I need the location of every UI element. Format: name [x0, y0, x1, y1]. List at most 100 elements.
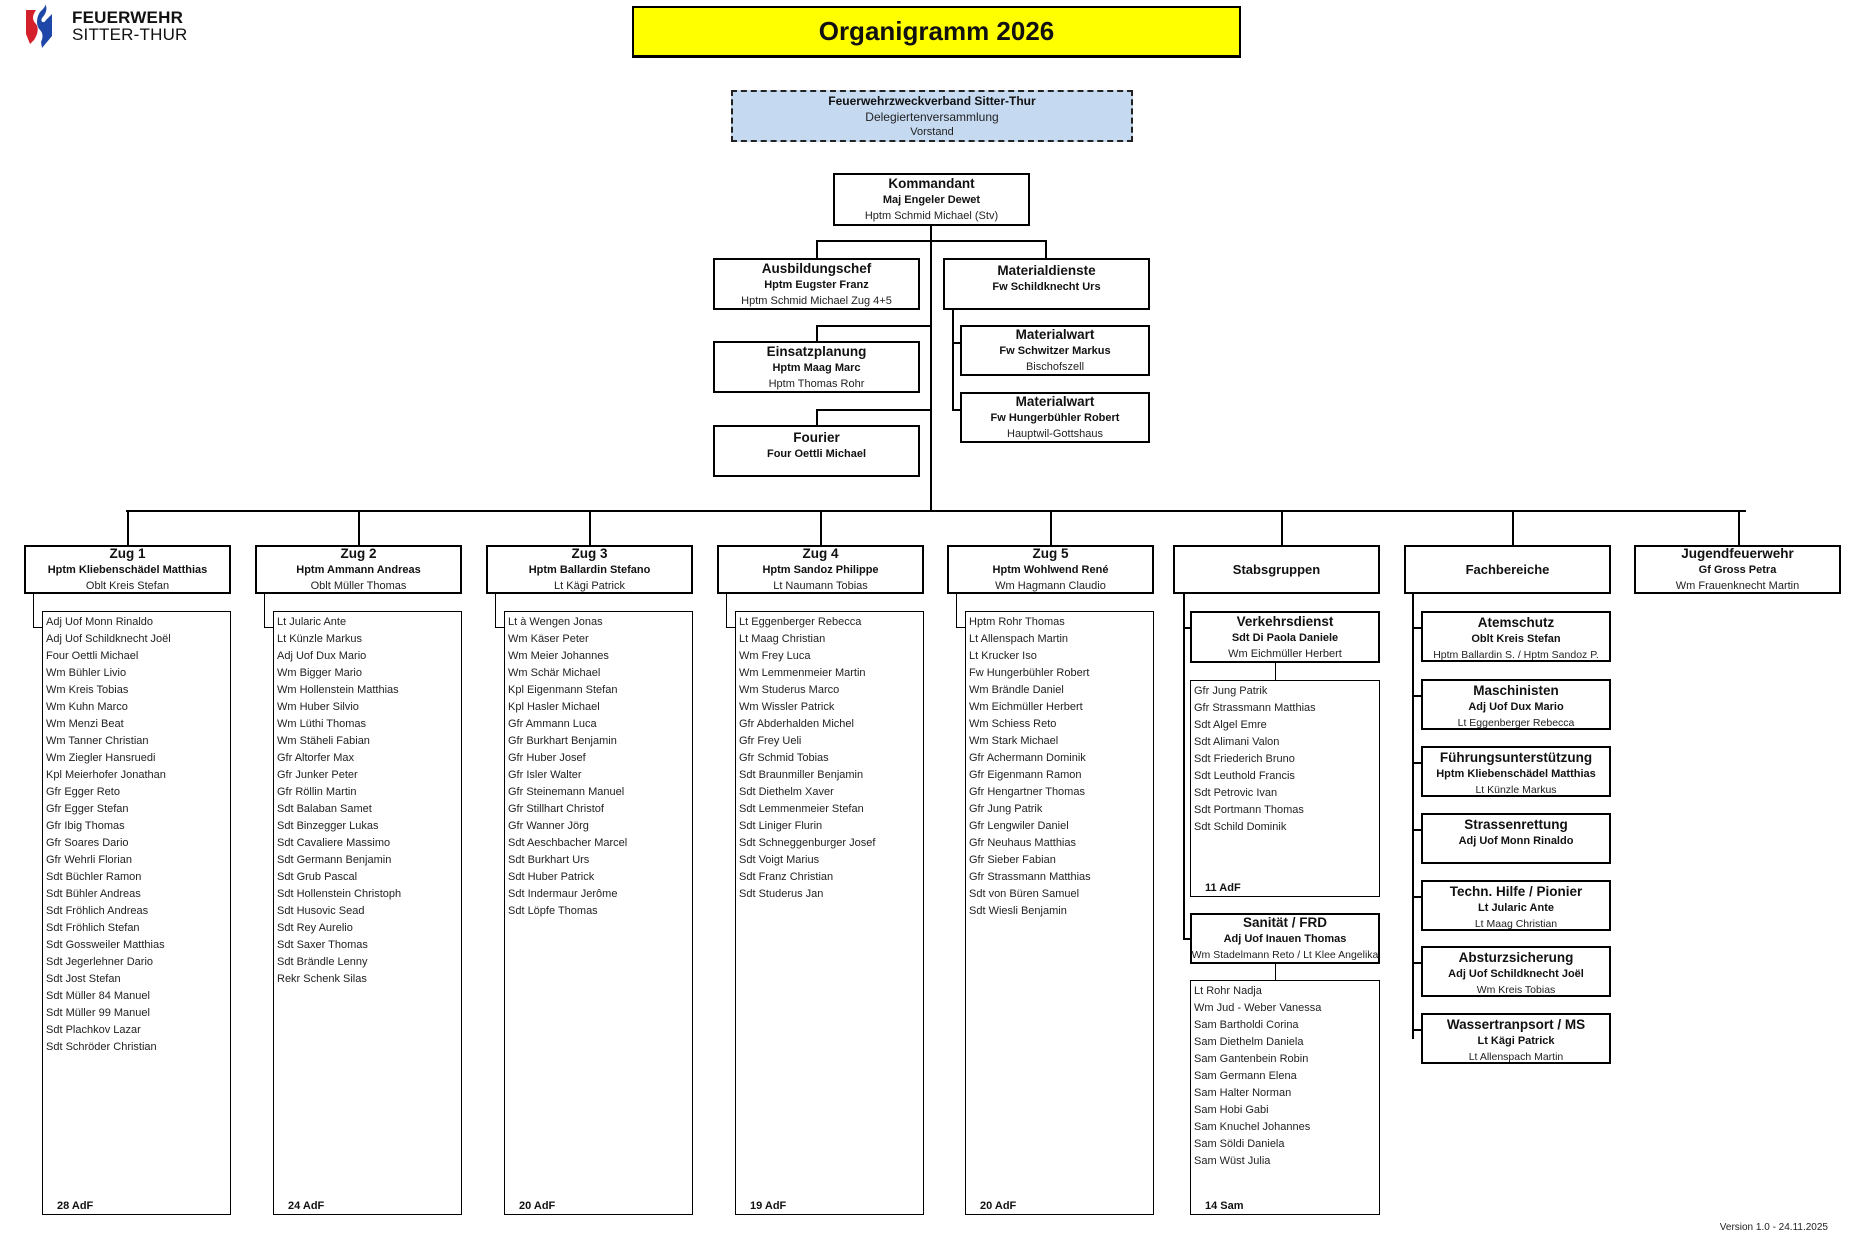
member-list-item: Wm Kreis Tobias — [46, 684, 129, 696]
box-title: Atemschutz — [1477, 615, 1555, 630]
member-list-item: Sdt Binzegger Lukas — [277, 820, 379, 832]
box-lead: Lt Jularic Ante — [1478, 902, 1554, 914]
member-list-item: Sdt Fröhlich Stefan — [46, 922, 140, 934]
box-deputy: Oblt Müller Thomas — [310, 580, 407, 592]
member-list-item: Gfr Achermann Dominik — [969, 752, 1086, 764]
fachbereich-box: Führungsunterstützung Hptm Kliebenschäde… — [1421, 746, 1611, 797]
connector — [1045, 240, 1047, 259]
connector — [1512, 510, 1514, 546]
connector — [1281, 510, 1283, 546]
member-list-item: Sdt Huber Patrick — [508, 871, 595, 883]
box-deputy: Lt Allenspach Martin — [1468, 1051, 1564, 1063]
box-lead: Adj Uof Monn Rinaldo — [1458, 835, 1574, 847]
connector — [495, 593, 496, 628]
member-list-item: Rekr Schenk Silas — [277, 973, 367, 985]
logo: FEUERWEHR SITTER-THUR — [24, 4, 224, 52]
logo-text-line1: FEUERWEHR — [72, 8, 184, 27]
box-lead: Gf Gross Petra — [1698, 564, 1777, 576]
member-list-item: Wm Huber Silvio — [277, 701, 359, 713]
connector — [358, 510, 360, 546]
connector — [816, 240, 818, 259]
member-list-item: Wm Lemmenmeier Martin — [739, 667, 866, 679]
member-list-item: Sdt Alimani Valon — [1194, 736, 1280, 748]
fachbereich-box: Techn. Hilfe / Pionier Lt Jularic Ante L… — [1421, 880, 1611, 931]
zug-box: Zug 2 Hptm Ammann Andreas Oblt Müller Th… — [255, 545, 462, 594]
member-list-item: Sdt Burkhart Urs — [508, 854, 590, 866]
member-list-item: Wm Hollenstein Matthias — [277, 684, 399, 696]
box-title: Jugendfeuerwehr — [1681, 546, 1794, 561]
box-lead: Oblt Kreis Stefan — [1471, 633, 1561, 645]
zug-box: Zug 5 Hptm Wohlwend René Wm Hagmann Clau… — [947, 545, 1154, 594]
connector — [726, 593, 727, 628]
member-list-item: Lt Eggenberger Rebecca — [739, 616, 862, 628]
member-list-item: Gfr Jung Patrik — [969, 803, 1043, 815]
member-list-item: Adj Uof Dux Mario — [277, 650, 367, 662]
box-lead: Hptm Maag Marc — [772, 361, 861, 374]
member-list-item: Wm Frey Luca — [739, 650, 811, 662]
member-list-item: Gfr Ammann Luca — [508, 718, 597, 730]
connector — [952, 409, 962, 411]
box-deputy: Wm Stadelmann Reto / Lt Klee Angelika — [1191, 949, 1379, 961]
connector — [726, 627, 736, 628]
box-lead: Hptm Kliebenschädel Matthias — [47, 564, 208, 576]
member-list-item: Sdt Müller 99 Manuel — [46, 1007, 150, 1019]
member-count: 14 Sam — [1205, 1200, 1244, 1212]
connector — [1183, 593, 1185, 939]
member-list-item: Wm Ziegler Hansruedi — [46, 752, 156, 764]
member-count: 19 AdF — [750, 1200, 787, 1212]
zug-box: Zug 4 Hptm Sandoz Philippe Lt Naumann To… — [717, 545, 924, 594]
member-list-item: Sdt Wiesli Benjamin — [969, 905, 1067, 917]
member-list-item: Sam Gantenbein Robin — [1194, 1053, 1309, 1065]
member-list-item: Lt Krucker Iso — [969, 650, 1037, 662]
connector — [952, 342, 962, 344]
member-list-item: Lt Allenspach Martin — [969, 633, 1069, 645]
member-list-item: Adj Uof Monn Rinaldo — [46, 616, 154, 628]
member-list-item: Sam Diethelm Daniela — [1194, 1036, 1304, 1048]
member-list-item: Wm Schiess Reto — [969, 718, 1057, 730]
connector — [816, 409, 931, 411]
zug-box: Zug 3 Hptm Ballardin Stefano Lt Kägi Pat… — [486, 545, 693, 594]
member-list-item: Gfr Ibig Thomas — [46, 820, 125, 832]
member-list-item: Sdt Franz Christian — [739, 871, 834, 883]
box-title: Zug 4 — [802, 546, 839, 561]
member-list-item: Wm Käser Peter — [508, 633, 589, 645]
box-title: Zug 3 — [571, 546, 608, 561]
ausbildungschef-box: Ausbildungschef Hptm Eugster Franz Hptm … — [713, 258, 920, 310]
box-deputy: Hptm Schmid Michael Zug 4+5 — [741, 294, 892, 307]
box-lead: Hptm Ballardin Stefano — [528, 564, 651, 576]
box-lead: Sdt Di Paola Daniele — [1231, 631, 1339, 644]
member-list-item: Gfr Schmid Tobias — [739, 752, 829, 764]
connector — [1738, 510, 1740, 546]
member-list-item: Sdt Grub Pascal — [277, 871, 358, 883]
member-list-item: Sdt Cavaliere Massimo — [277, 837, 391, 849]
sanitaet-box: Sanität / FRD Adj Uof Inauen Thomas Wm S… — [1190, 913, 1380, 964]
connector — [1183, 938, 1192, 940]
box-lead: Fw Schildknecht Urs — [992, 281, 1101, 293]
member-list-item: Wm Eichmüller Herbert — [969, 701, 1083, 713]
connector — [1412, 829, 1422, 831]
verband-line3: Vorstand — [910, 125, 954, 138]
connector — [816, 325, 818, 342]
box-deputy: Hptm Schmid Michael (Stv) — [864, 210, 999, 222]
connector — [1183, 627, 1192, 629]
connector — [264, 627, 274, 628]
kommandant-box: Kommandant Maj Engeler Dewet Hptm Schmid… — [833, 173, 1030, 226]
member-list-item: Gfr Isler Walter — [508, 769, 582, 781]
materialwart-box: Materialwart Fw Schwitzer Markus Bischof… — [960, 325, 1150, 376]
fachbereich-box: Maschinisten Adj Uof Dux Mario Lt Eggenb… — [1421, 679, 1611, 730]
member-list-item: Gfr Röllin Martin — [277, 786, 357, 798]
box-deputy: Wm Frauenknecht Martin — [1675, 580, 1800, 592]
box-title: Kommandant — [888, 176, 975, 191]
member-list-item: Sdt Germann Benjamin — [277, 854, 392, 866]
box-title: Fachbereiche — [1465, 562, 1550, 577]
box-lead: Adj Uof Dux Mario — [1468, 701, 1564, 713]
member-list-item: Kpl Eigenmann Stefan — [508, 684, 618, 696]
member-list-item: Sam Halter Norman — [1194, 1087, 1292, 1099]
member-list-item: Fw Hungerbühler Robert — [969, 667, 1090, 679]
member-list-item: Gfr Huber Josef — [508, 752, 586, 764]
box-lead: Adj Uof Schildknecht Joël — [1448, 968, 1584, 980]
connector — [127, 510, 129, 546]
